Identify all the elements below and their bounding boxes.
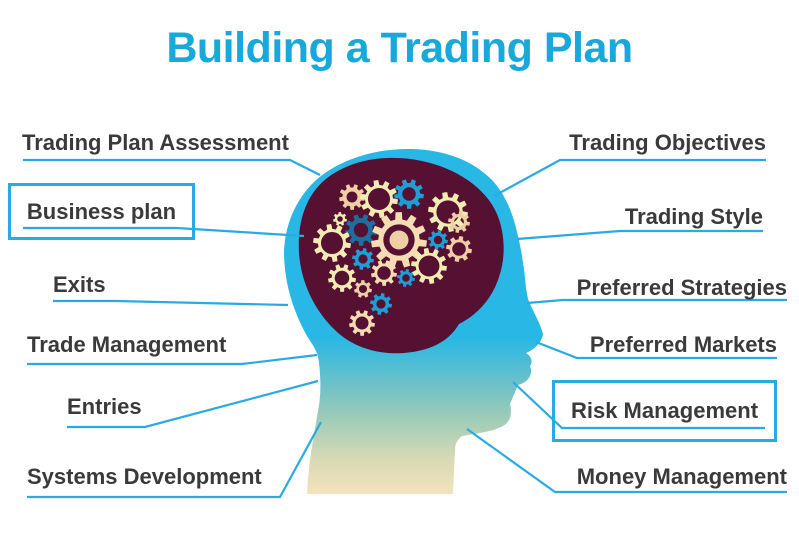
gear-icon	[354, 280, 372, 298]
label-money-management: Money Management	[576, 464, 787, 489]
label-trading-objectives: Trading Objectives	[569, 130, 766, 155]
label-trading-style: Trading Style	[624, 204, 763, 229]
label-preferred-strategies: Preferred Strategies	[576, 275, 787, 300]
line-systems-development	[27, 421, 322, 499]
gear-icon	[397, 269, 415, 287]
line-trading-plan-assessment	[23, 158, 321, 176]
label-systems-development: Systems Development	[27, 464, 262, 489]
gear-icon	[349, 310, 375, 336]
label-business-plan-text: Business plan	[26, 198, 177, 224]
line-entries	[67, 379, 319, 429]
line-trading-objectives	[493, 158, 766, 197]
line-exits	[53, 299, 289, 307]
gear-icon	[370, 293, 392, 315]
gear-icon	[448, 211, 470, 233]
gear-icon	[371, 212, 427, 268]
line-preferred-strategies	[526, 298, 787, 305]
gear-icon	[428, 230, 448, 250]
page-title: Building a Trading Plan	[166, 24, 633, 72]
gear-icon	[446, 236, 472, 262]
label-entries: Entries	[67, 394, 142, 419]
gear-icon	[328, 264, 356, 292]
gear-icon	[371, 260, 397, 286]
gear-icon	[333, 212, 347, 226]
gears-icon	[313, 179, 472, 336]
line-trading-style	[516, 229, 763, 241]
label-trading-plan-assessment: Trading Plan Assessment	[22, 130, 289, 155]
label-business-plan: Business plan	[8, 183, 195, 240]
line-preferred-markets	[535, 340, 777, 360]
gear-icon	[394, 179, 424, 209]
gear-icon	[339, 184, 365, 210]
gear-icon	[345, 214, 377, 246]
label-exits: Exits	[53, 272, 106, 297]
line-risk-management	[512, 381, 765, 430]
gear-center-icon	[389, 230, 409, 250]
gear-icon	[313, 224, 351, 262]
gear-icon	[428, 192, 468, 232]
gear-icon	[411, 248, 447, 284]
line-business-plan	[23, 226, 305, 238]
label-trade-management: Trade Management	[27, 332, 227, 357]
label-risk-management-text: Risk Management	[570, 398, 759, 423]
label-preferred-markets: Preferred Markets	[589, 332, 777, 357]
gear-icon	[352, 248, 374, 270]
line-trade-management	[27, 353, 318, 366]
gear-icon	[360, 180, 398, 218]
line-money-management	[466, 428, 787, 494]
label-risk-management: Risk Management	[552, 380, 777, 442]
connector-lines	[23, 158, 787, 499]
